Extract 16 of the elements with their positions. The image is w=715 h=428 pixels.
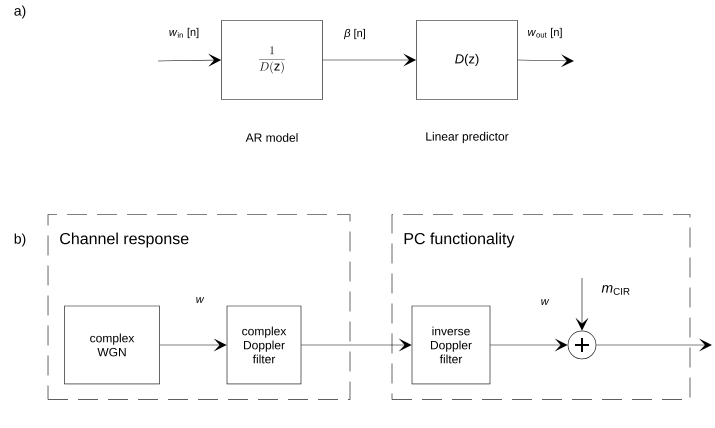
block-box: complex WGN: [64, 306, 160, 384]
edge-label: m$_{CIR}$: [602, 285, 630, 295]
block-box: complex Doppler filter: [226, 306, 302, 384]
panel-label: a): [14, 5, 26, 19]
block-box: D(z): [416, 20, 518, 100]
edge-label: w$_{in}$ [n]: [169, 28, 198, 38]
block-caption: AR model: [246, 133, 298, 142]
edge-label: w: [196, 297, 204, 303]
edge-label: β [n]: [344, 28, 365, 40]
edge-label: w$_{out}$ [n]: [528, 28, 562, 38]
panel-label: b): [14, 233, 26, 247]
block-box: inverse Doppler filter: [412, 306, 490, 384]
edge-label: w: [541, 299, 550, 305]
summing-junction: [568, 330, 596, 360]
block-box: $\frac{1}{D(\mathrm{z})}$: [221, 20, 323, 100]
block-caption: Linear predictor: [426, 132, 508, 144]
